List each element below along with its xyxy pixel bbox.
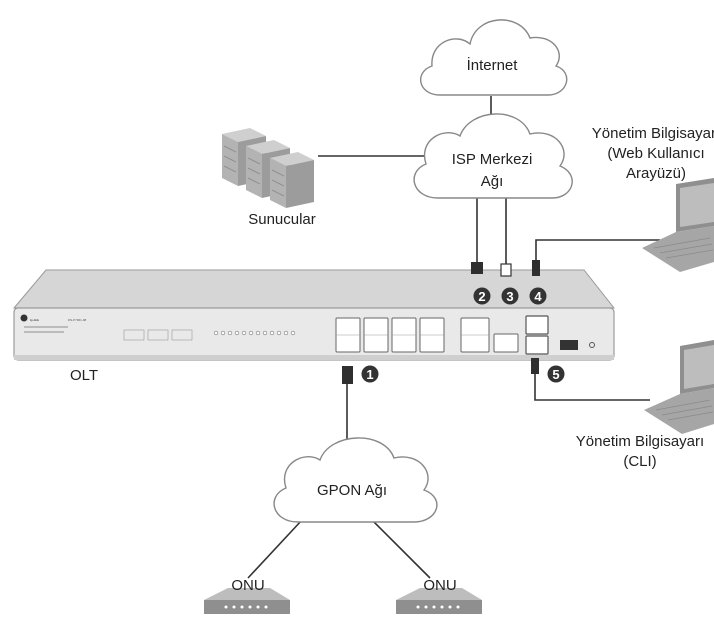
mgmt-web-label-line2: (Web Kullanıcı [607, 145, 704, 162]
port-leds [213, 330, 296, 336]
marker-4-text: 4 [534, 289, 542, 304]
gpon-label: GPON Ağı [317, 482, 387, 499]
port3-connector [500, 263, 512, 277]
olt-top-face [12, 269, 616, 309]
status-led-panel [123, 329, 193, 341]
server-unit [270, 152, 314, 208]
marker-1-text: 1 [366, 367, 373, 382]
isp-cloud: ISP Merkezi Ağı [413, 113, 573, 199]
onu-right-label: ONU [423, 577, 456, 594]
port5-to-cli-laptop-cable [534, 372, 650, 401]
port5-connector [531, 358, 539, 374]
isp-label-line1: ISP Merkezi [452, 151, 533, 168]
gpon-to-onu-right-line [371, 519, 431, 579]
onu-right-device [396, 588, 482, 614]
port4-connector [532, 260, 540, 276]
onu-left-label: ONU [231, 577, 264, 594]
port1-connector [342, 366, 353, 384]
port2-connector [471, 262, 483, 274]
mgmt-web-label-line1: Yönetim Bilgisayarı [592, 125, 714, 142]
gpon-to-onu-left-line [247, 519, 303, 579]
port-markers: 1 2 3 4 5 [361, 287, 565, 383]
uplink-ethernet-port [493, 333, 519, 353]
mgmt-web-label-line3: Arayüzü) [626, 165, 686, 182]
reset-button [589, 342, 595, 348]
mgmt-cli-label-line1: Yönetim Bilgisayarı [576, 433, 704, 450]
internet-cloud: İnternet [419, 19, 568, 96]
marker-3-text: 3 [506, 289, 513, 304]
marker-1: 1 [361, 365, 379, 383]
servers-icon [222, 128, 314, 208]
servers-label: Sunucular [248, 211, 316, 228]
marker-2-text: 2 [478, 289, 485, 304]
internet-label: İnternet [467, 56, 519, 74]
olt-device: tp-link DS-P7001-08 [12, 269, 616, 361]
device-model-text: DS-P7001-08 [68, 318, 87, 322]
marker-5-text: 5 [552, 367, 559, 382]
cli-laptop-icon [644, 340, 714, 434]
web-laptop-icon [642, 178, 714, 272]
gpon-cloud: GPON Ağı [273, 437, 438, 523]
olt-front-panel [13, 307, 615, 361]
console-port [525, 335, 549, 355]
port4-to-web-laptop-cable [535, 239, 660, 274]
mgmt-ethernet-port [525, 315, 549, 335]
isp-label-line2: Ağı [481, 173, 504, 190]
usb-port [560, 340, 578, 350]
mgmt-cli-label-line2: (CLI) [623, 453, 656, 470]
management-ports [525, 315, 549, 355]
device-brand-logo: tp-link [30, 318, 39, 322]
marker-3: 3 [501, 287, 519, 305]
olt-label: OLT [70, 367, 98, 384]
marker-5: 5 [547, 365, 565, 383]
marker-4: 4 [529, 287, 547, 305]
marker-2: 2 [473, 287, 491, 305]
onu-left-device [204, 588, 290, 614]
